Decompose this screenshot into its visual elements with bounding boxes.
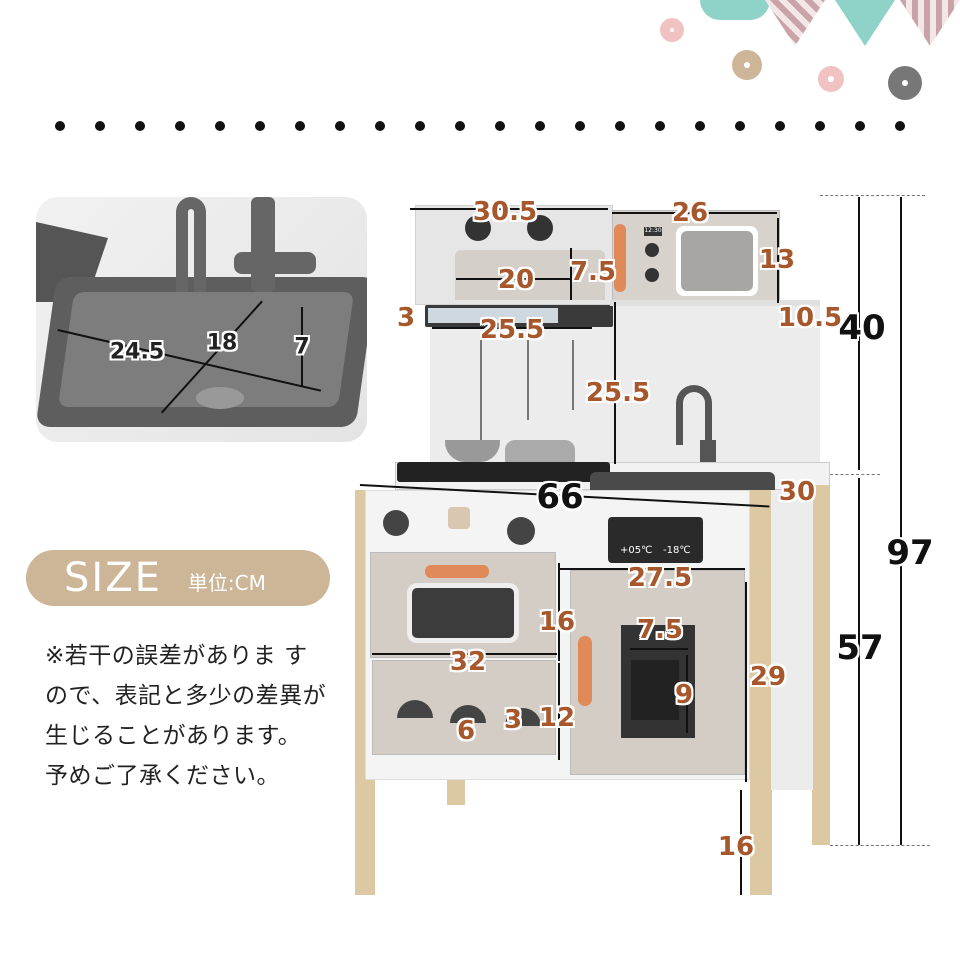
dim-dispenser-width: 7.5 <box>636 615 684 645</box>
dim-total-height: 97 <box>886 533 934 573</box>
dim-upper-left-width: 30.5 <box>472 197 538 227</box>
water-dispenser <box>621 625 695 738</box>
pan <box>445 440 500 462</box>
dim-microwave-width: 26 <box>671 198 709 228</box>
dim-hole-width: 6 <box>456 716 476 746</box>
sink-diagonal-label: 18 <box>206 330 238 356</box>
note-line: ので、表記と多少の差異が <box>45 683 327 709</box>
oven-knob <box>383 510 409 536</box>
knob-icon <box>465 215 491 241</box>
dim-dispenser-height: 9 <box>674 680 694 710</box>
microwave-clock: 12:30 <box>644 227 662 236</box>
sink-closeup-image: 24.5 18 7 <box>36 197 367 442</box>
size-title: SIZE <box>64 555 162 601</box>
leg <box>750 490 772 895</box>
dim-fridge-height: 29 <box>749 662 787 692</box>
freezer-temp: -18℃ <box>663 545 691 556</box>
fridge-handle <box>578 636 592 706</box>
dim-depth: 30 <box>778 477 816 507</box>
dim-hood-height: 3 <box>396 303 416 333</box>
note-line: 生じることがあります。 <box>45 723 302 749</box>
knob-icon <box>527 215 553 241</box>
note-line: 予めご了承ください。 <box>45 763 280 789</box>
oven-handle <box>425 565 489 578</box>
dim-upper-depth: 10.5 <box>777 303 843 333</box>
cooktop <box>397 462 610 482</box>
dim-oven-width: 32 <box>449 647 487 677</box>
dim-shelf-height: 7.5 <box>569 257 617 287</box>
oven-knob <box>507 517 535 545</box>
faucet <box>676 385 712 445</box>
dim-shelf-width: 20 <box>497 265 535 295</box>
range-hood <box>425 305 613 327</box>
dim-oven-door-height: 16 <box>538 607 576 637</box>
dim-hood-width: 25.5 <box>479 315 545 345</box>
fridge-display: +05℃ -18℃ <box>608 517 703 563</box>
dim-upper-height: 40 <box>838 308 886 348</box>
dim-hole-height: 3 <box>503 705 523 735</box>
dim-backsplash-height: 25.5 <box>585 378 651 408</box>
fridge-door <box>570 570 745 775</box>
dim-drawer-height: 12 <box>538 703 576 733</box>
fridge-temp: +05℃ <box>620 545 653 556</box>
leg <box>812 485 830 845</box>
dim-fridge-width: 27.5 <box>627 563 693 593</box>
microwave-window <box>676 226 758 296</box>
shelf-opening <box>455 250 605 300</box>
dim-total-width: 66 <box>536 477 584 517</box>
sink-depth-label: 7 <box>294 334 310 360</box>
sink-width-label: 24.5 <box>109 339 165 365</box>
dim-lower-height: 57 <box>836 628 884 668</box>
dim-leg-height: 16 <box>717 832 755 862</box>
size-badge: SIZE 単位:CM <box>26 550 330 606</box>
note-line: ※若干の誤差がありま す <box>45 643 308 669</box>
unit-label: 単位:CM <box>187 570 266 595</box>
dim-microwave-height: 13 <box>758 245 796 275</box>
microwave-handle <box>614 224 626 292</box>
oven-window <box>407 583 519 643</box>
